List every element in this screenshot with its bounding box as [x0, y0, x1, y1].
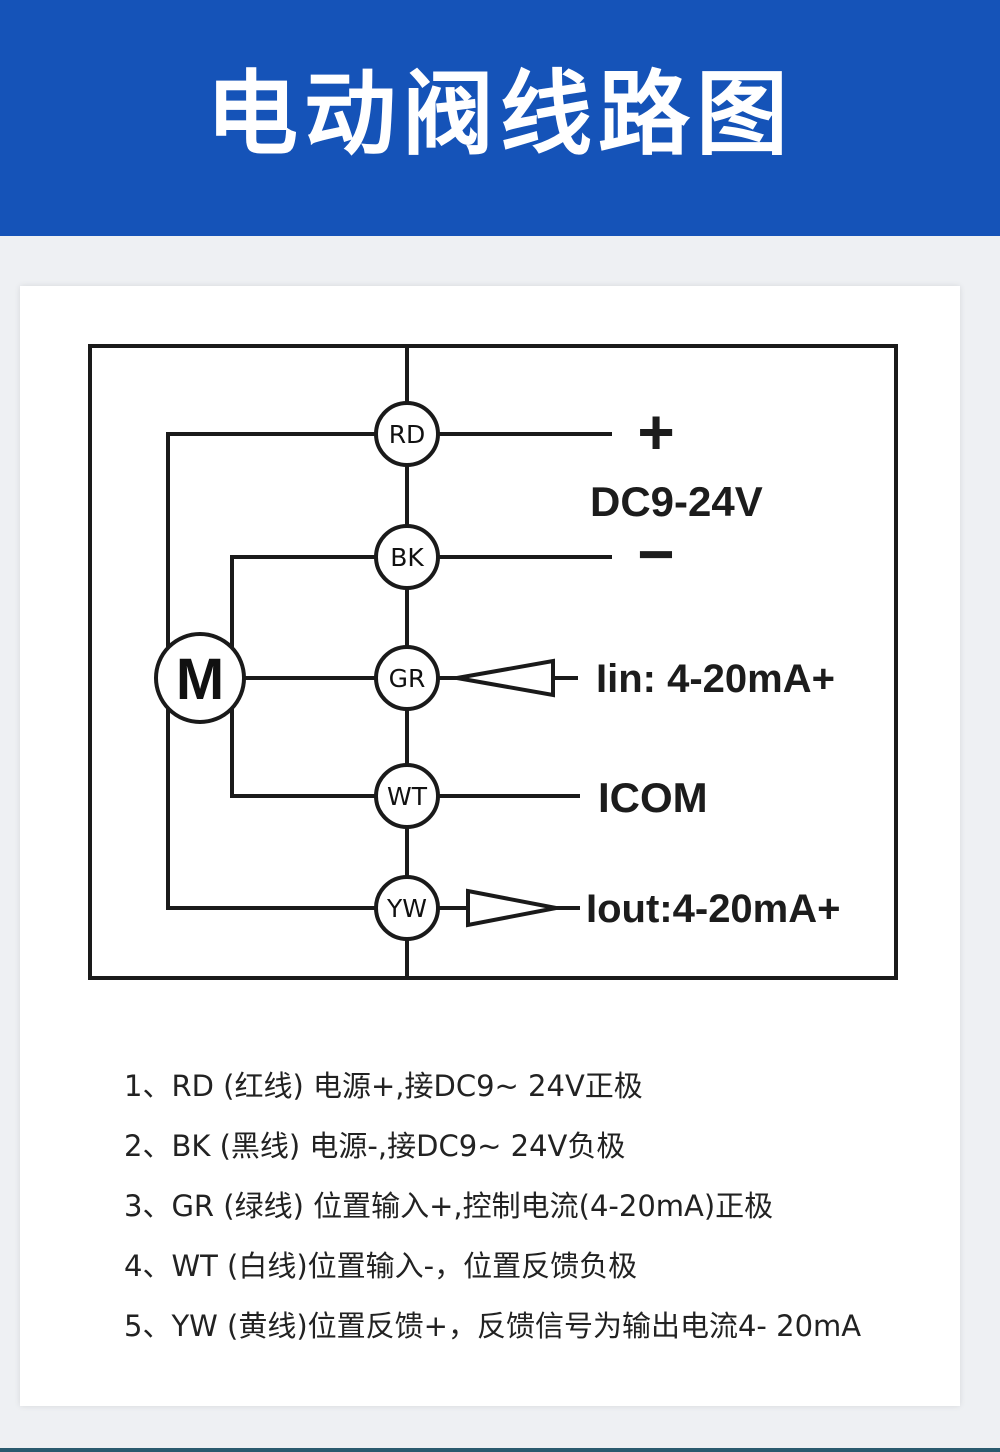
- terminal-rd-label: RD: [389, 420, 426, 449]
- plus-sign: +: [637, 396, 674, 468]
- wire-legend: 1、RD (红线) 电源+,接DC9~ 24V正极 2、BK (黑线) 电源-,…: [124, 1056, 861, 1356]
- legend-item: 5、YW (黄线)位置反馈+，反馈信号为输出电流4- 20mA: [124, 1309, 862, 1343]
- legend-item: 1、RD (红线) 电源+,接DC9~ 24V正极: [124, 1069, 643, 1103]
- iin-arrow: [456, 658, 555, 698]
- terminal-rd: RD: [374, 401, 440, 467]
- page-header: 电动阀线路图: [0, 0, 1000, 236]
- terminal-gr: GR: [374, 645, 440, 711]
- iout-arrow: [466, 888, 557, 928]
- diagram-card: M RD BK GR WT YW + DC9-24V − Iin: 4-20mA…: [20, 286, 960, 1406]
- legend-item: 3、GR (绿线) 位置输入+,控制电流(4-20mA)正极: [124, 1189, 774, 1223]
- terminal-gr-label: GR: [389, 664, 426, 693]
- page-title: 电动阀线路图: [205, 61, 794, 168]
- terminal-wt: WT: [374, 763, 440, 829]
- motor-icon: [154, 632, 246, 724]
- iout-label: Iout:4-20mA+: [586, 887, 841, 931]
- enclosure-box: [88, 344, 898, 980]
- minus-sign: −: [637, 518, 674, 590]
- terminal-bk: BK: [374, 524, 440, 590]
- terminal-yw: YW: [374, 875, 440, 941]
- icom-label: ICOM: [598, 774, 708, 821]
- legend-item: 4、WT (白线)位置输入-，位置反馈负极: [124, 1249, 638, 1283]
- terminal-bk-label: BK: [390, 543, 424, 572]
- wiring-diagram: M RD BK GR WT YW + DC9-24V − Iin: 4-20mA…: [88, 344, 898, 980]
- iin-label: Iin: 4-20mA+: [596, 657, 835, 701]
- terminal-yw-label: YW: [386, 894, 427, 923]
- legend-item: 2、BK (黑线) 电源-,接DC9~ 24V负极: [124, 1129, 626, 1163]
- terminal-wt-label: WT: [387, 782, 428, 811]
- motor-label: M: [176, 647, 224, 712]
- supply-voltage-label: DC9-24V: [590, 478, 763, 525]
- bottom-divider: [0, 1448, 1000, 1452]
